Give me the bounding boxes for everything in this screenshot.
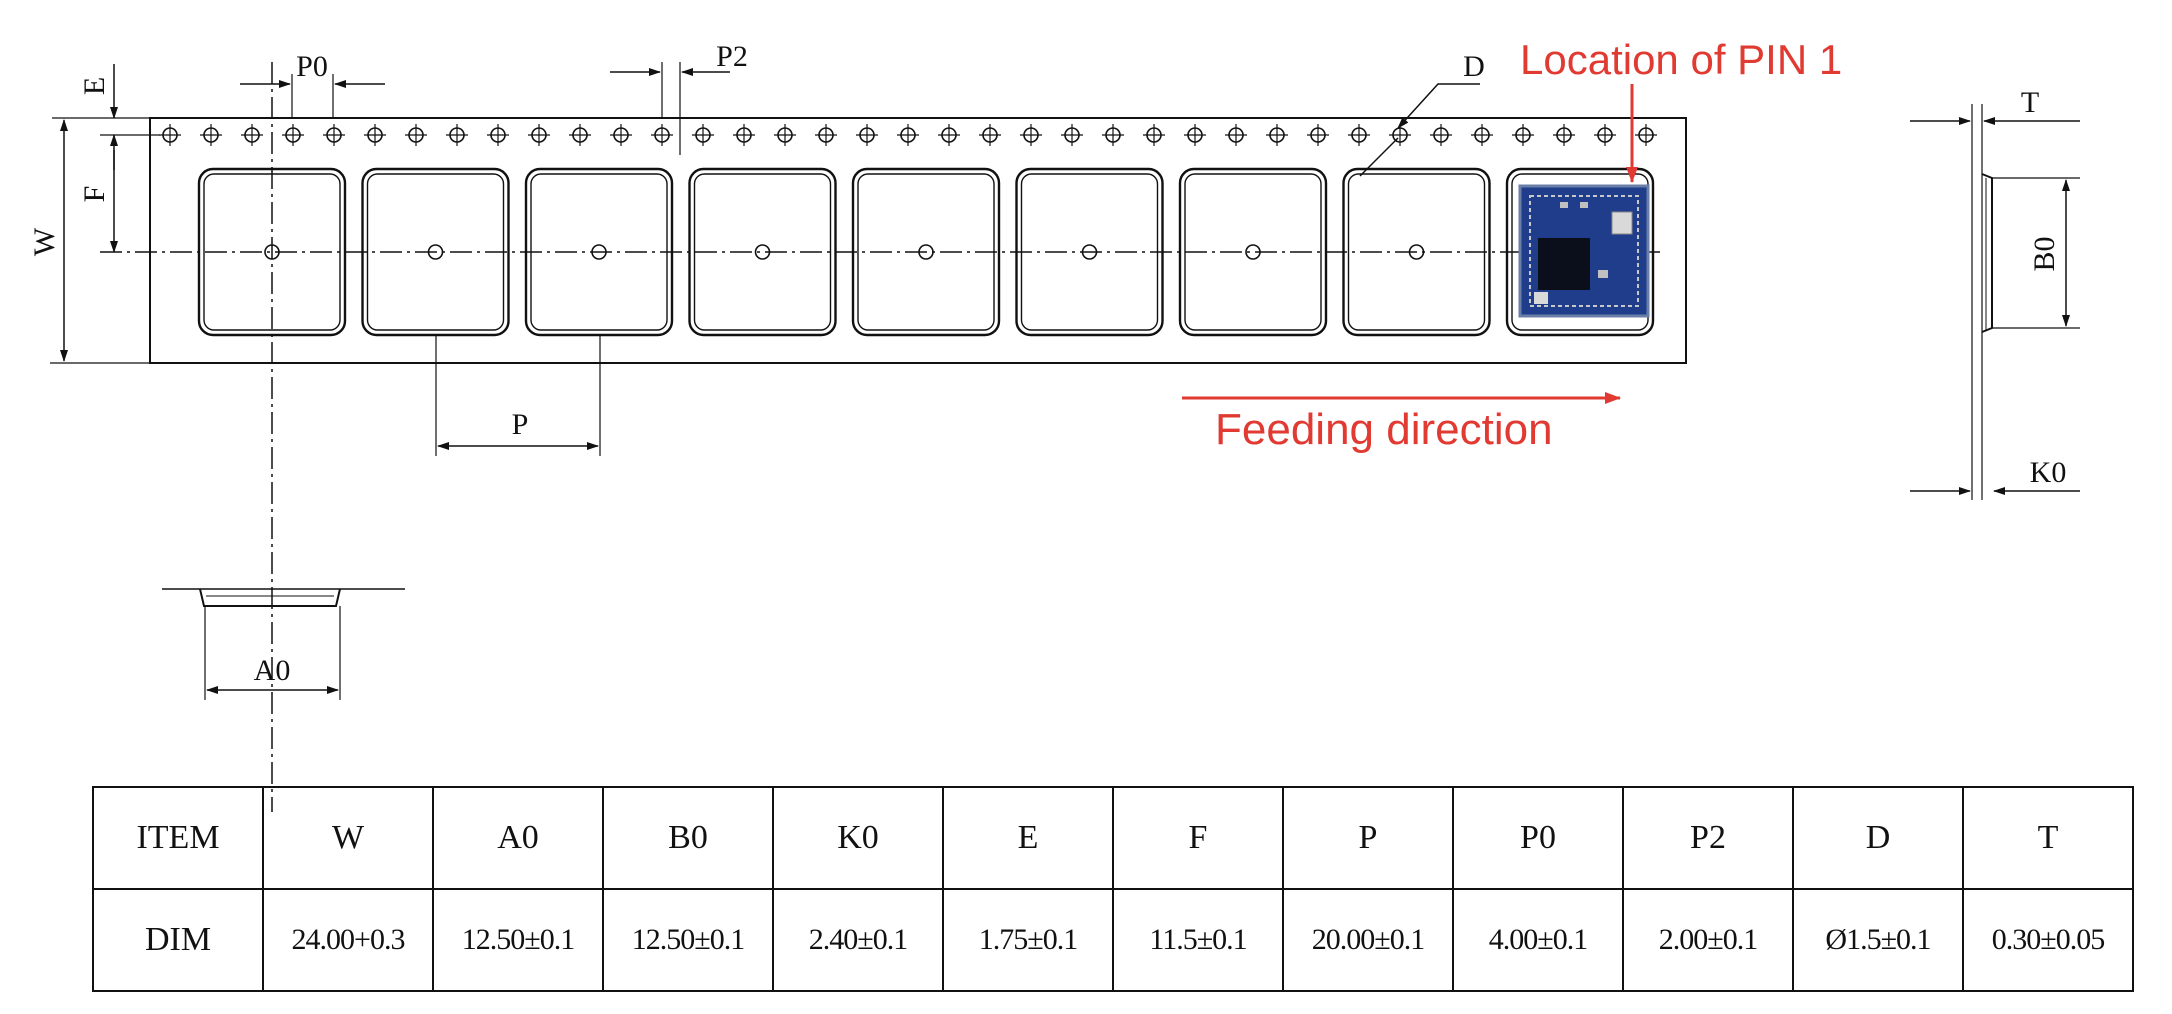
sprocket-hole [815,124,837,146]
sprocket-hole [610,124,632,146]
feed-direction-label: Feeding direction [1215,405,1553,454]
table-cell-dim: 1.75±0.1 [942,888,1114,992]
sprocket-hole [159,124,181,146]
table-cell-item: F [1112,786,1284,890]
sprocket-hole [1348,124,1370,146]
table-cell-dim: 20.00±0.1 [1282,888,1454,992]
table-cell-dim: 11.5±0.1 [1112,888,1284,992]
sprocket-hole [364,124,386,146]
sprocket-hole [1594,124,1616,146]
dim-label-B0: B0 [2028,236,2061,271]
sprocket-hole [1512,124,1534,146]
sprocket-hole [1143,124,1165,146]
table-cell-dim: 0.30±0.05 [1962,888,2134,992]
sprocket-hole [856,124,878,146]
sprocket-hole [569,124,591,146]
a0-cross-section [162,588,405,700]
sprocket-hole [241,124,263,146]
table-cell-dim: 24.00+0.3 [262,888,434,992]
sprocket-hole [1471,124,1493,146]
dim-label-K0: K0 [2030,456,2067,489]
dim-label-P: P [512,408,529,441]
table-cell-item: P0 [1452,786,1624,890]
sprocket-hole [405,124,427,146]
dim-label-T: T [2021,86,2039,119]
sprocket-hole [487,124,509,146]
side-view [1910,104,2080,500]
sprocket-hole [1020,124,1042,146]
sprocket-hole [200,124,222,146]
table-cell-item: W [262,786,434,890]
sprocket-hole [528,124,550,146]
table-cell-item: A0 [432,786,604,890]
dim-label-A0: A0 [254,654,291,687]
sprocket-hole [282,124,304,146]
table-cell-dim: 2.40±0.1 [772,888,944,992]
table-cell-dim: 2.00±0.1 [1622,888,1794,992]
sprocket-hole [733,124,755,146]
table-cell-item: T [1962,786,2134,890]
dim-label-E: E [78,77,111,95]
sprocket-hole [323,124,345,146]
sprocket-hole [979,124,1001,146]
table-row-header-dim: DIM [92,888,264,992]
dim-label-F: F [78,186,111,203]
table-cell-item: P [1282,786,1454,890]
sprocket-hole [774,124,796,146]
sprocket-hole [938,124,960,146]
sprocket-hole [1061,124,1083,146]
table-cell-dim: 12.50±0.1 [432,888,604,992]
table-cell-dim: 12.50±0.1 [602,888,774,992]
sprocket-hole [1184,124,1206,146]
module-pcb [1518,184,1650,318]
sprocket-holes [159,124,1657,146]
sprocket-hole [1430,124,1452,146]
sprocket-hole [1307,124,1329,146]
table-cell-item: K0 [772,786,944,890]
table-cell-item: E [942,786,1114,890]
sprocket-hole [1553,124,1575,146]
table-cell-dim: Ø1.5±0.1 [1792,888,1964,992]
table-cell-item: P2 [1622,786,1794,890]
carrier-tape [149,117,1687,364]
sprocket-hole [1266,124,1288,146]
dim-label-P0: P0 [296,50,328,83]
sprocket-hole [1102,124,1124,146]
pin1-annotation: Location of PIN 1 [1520,36,1842,83]
sprocket-hole [1225,124,1247,146]
dim-label-W: W [28,227,61,256]
dim-label-P2: P2 [716,40,748,73]
table-row-header-item: ITEM [92,786,264,890]
sprocket-hole [446,124,468,146]
dim-label-D: D [1463,50,1485,83]
table-cell-dim: 4.00±0.1 [1452,888,1624,992]
sprocket-hole [692,124,714,146]
table-cell-item: B0 [602,786,774,890]
pocket [851,167,1001,337]
table-cell-item: D [1792,786,1964,890]
sprocket-hole [1635,124,1657,146]
sprocket-hole [651,124,673,146]
sprocket-hole [897,124,919,146]
